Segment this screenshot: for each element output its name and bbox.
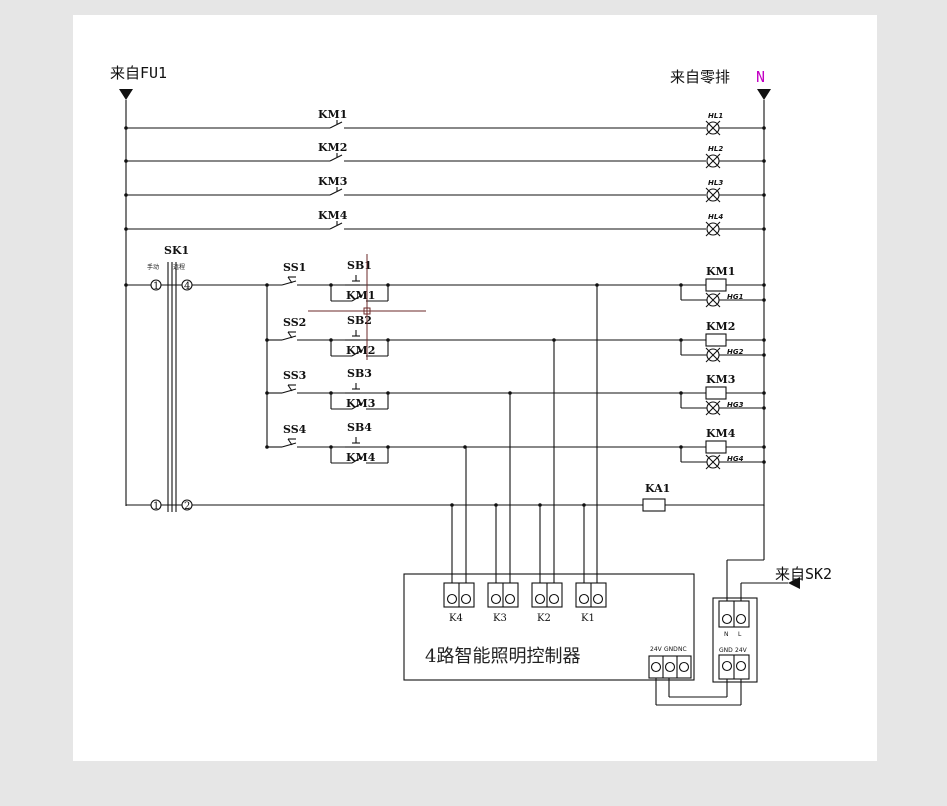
coil-label: KM4 <box>706 427 736 440</box>
coil-symbol <box>705 278 727 292</box>
sb-label: SB2 <box>347 314 372 327</box>
source-sk2-label: 来自SK2 <box>775 565 832 583</box>
direct-lamp-label: HL2 <box>708 145 723 153</box>
fu1-arrow-icon <box>119 89 133 100</box>
channel-label: K2 <box>537 613 551 624</box>
neutral-mark: N <box>756 68 765 86</box>
coil-symbol <box>705 333 727 347</box>
neutral-arrow-icon <box>757 89 771 100</box>
km-hold-label: KM2 <box>346 344 375 357</box>
controller-box <box>403 573 695 681</box>
coil-symbol <box>705 386 727 400</box>
selector-terminal-4: 4 <box>184 281 190 292</box>
selector-mode-left: 手动 <box>147 263 159 271</box>
relay-ka1-label: KA1 <box>645 482 670 495</box>
bus-terminal-label: NC <box>678 646 687 653</box>
direct-row: KM3 HL3 <box>124 175 766 203</box>
direct-contact-label: KM3 <box>318 175 347 188</box>
power-term-gnd: GND <box>719 647 733 654</box>
power-module: N L GND 24V <box>712 597 758 683</box>
coil-symbol <box>705 440 727 454</box>
channel-label: K4 <box>449 613 463 624</box>
source-fu1-label: 来自FU1 <box>110 64 167 82</box>
selector-terminal-1b: 1 <box>153 501 159 512</box>
sb-label: SB1 <box>347 259 372 272</box>
sb-label: SB3 <box>347 367 372 380</box>
km-hold-label: KM4 <box>346 451 376 464</box>
coil-label: KM1 <box>706 265 735 278</box>
indicator-lamp-label: HG4 <box>727 455 744 463</box>
ss-label: SS4 <box>283 423 307 436</box>
sb-label: SB4 <box>347 421 372 434</box>
power-term-24v: 24V <box>735 647 748 654</box>
km-hold-label: KM1 <box>346 289 375 302</box>
dc-bus-wiring <box>655 678 742 706</box>
indicator-lamp-label: HG1 <box>727 293 744 301</box>
selector-name: SK1 <box>164 244 189 257</box>
ss-label: SS1 <box>283 261 306 274</box>
bus-terminal-label: GND <box>664 646 678 653</box>
channel-terminal: K2 <box>531 503 563 624</box>
power-term-l: L <box>738 631 742 638</box>
relay-ka1-coil <box>642 498 666 512</box>
ss-label: SS2 <box>283 316 306 329</box>
cursor-crosshair <box>308 254 426 360</box>
power-module-box <box>712 597 758 683</box>
indicator-lamp-label: HG3 <box>727 401 744 409</box>
controller-title: 4路智能照明控制器 <box>425 646 580 667</box>
channel-label: K3 <box>493 613 507 624</box>
channel-terminal: K3 <box>487 503 519 624</box>
selector-terminal-1: 1 <box>153 281 159 292</box>
sk2-arrow-icon <box>788 577 800 589</box>
direct-contact-label: KM1 <box>318 108 347 121</box>
selector-terminal-2: 2 <box>184 501 190 512</box>
direct-lamp-label: HL3 <box>708 179 723 187</box>
coil-label: KM2 <box>706 320 735 333</box>
direct-lamp-label: HL4 <box>708 213 723 221</box>
coil-label: KM3 <box>706 373 735 386</box>
source-neutral-label: 来自零排 <box>670 68 730 86</box>
direct-lamp-label: HL1 <box>708 112 723 120</box>
indicator-lamp-label: HG2 <box>727 348 744 356</box>
channel-terminal: K4 <box>443 503 475 624</box>
bus-terminal-label: 24V <box>650 646 663 653</box>
selector-mode-right: 远程 <box>173 263 185 271</box>
direct-contact-label: KM2 <box>318 141 347 154</box>
direct-row: KM1 HL1 <box>124 108 766 136</box>
direct-row: KM4 HL4 <box>124 209 766 237</box>
drawing-sheet <box>73 15 877 761</box>
direct-contact-label: KM4 <box>318 209 348 222</box>
controller-channel-terminals: K4 K3 K2 K1 <box>443 285 607 624</box>
ss-label: SS3 <box>283 369 306 382</box>
channel-label: K1 <box>581 613 595 624</box>
km-hold-label: KM3 <box>346 397 375 410</box>
direct-row: KM2 HL2 <box>124 141 766 169</box>
channel-terminal: K1 <box>575 503 607 624</box>
selector-switch-sk1: SK1 手动 远程 1 4 1 2 <box>124 244 193 512</box>
sk2-feed: 来自SK2 <box>740 565 832 601</box>
remote-bus: KA1 <box>192 482 765 601</box>
power-term-n: N <box>724 631 729 638</box>
